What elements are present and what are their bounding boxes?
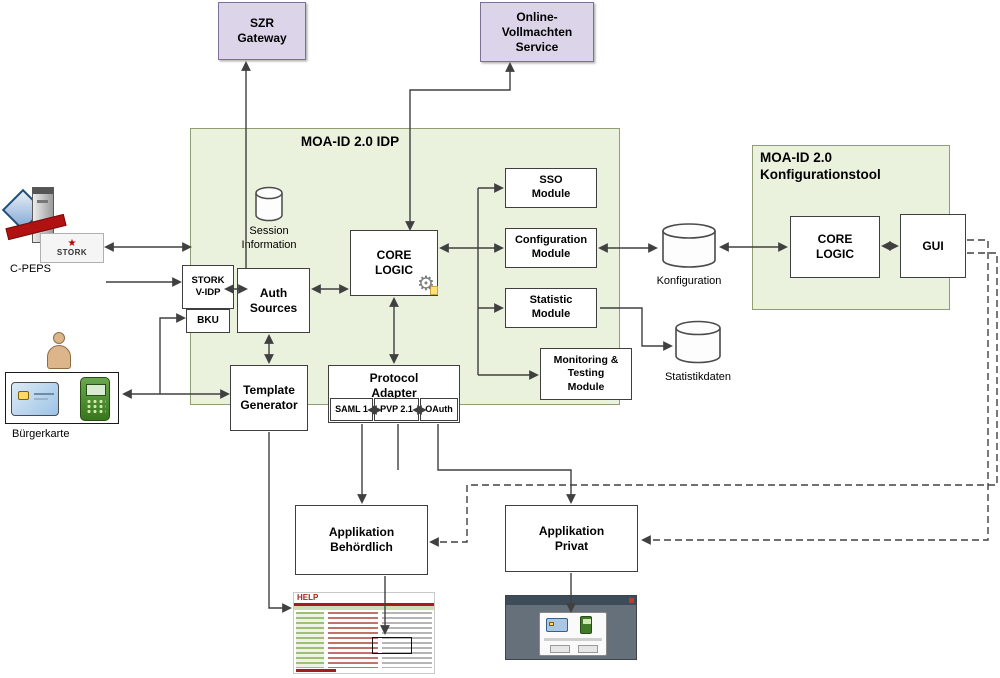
card-chip [18,391,29,400]
bku-box: BKU [186,309,230,333]
mobile-phone-icon [80,377,110,421]
sso-module-box: SSO Module [505,168,597,208]
screenshot-nav-column [296,612,324,668]
auth-sources-box: Auth Sources [237,268,310,333]
dialog-card-icon [546,618,568,632]
screenshot-titlebar [506,596,636,605]
konfiguration-label: Konfiguration [656,275,722,287]
server-slot [37,200,48,203]
konfiguration-database-icon [662,223,716,268]
dialog-card-chip [549,622,554,626]
monitoring-testing-module-box: Monitoring & Testing Module [540,348,632,400]
dialog-button-right [578,645,598,653]
card-line [34,393,54,395]
template-generator-box: Template Generator [230,365,308,431]
screenshot-text-column [382,612,432,668]
close-icon [629,598,634,603]
screenshot-links-column [328,612,378,668]
help-logo: HELP [297,593,319,602]
screenshot-header: HELP [294,593,434,603]
moa-id-idp-title: MOA-ID 2.0 IDP [300,134,400,149]
user-icon [44,332,74,372]
online-vollmachten-service-box: Online- Vollmachten Service [480,2,594,62]
bku-ui-screenshot [505,595,637,660]
dialog-text-line [544,638,602,641]
screenshot-body [294,610,434,670]
configuration-module-box: Configuration Module [505,228,597,268]
applikation-behoerdlich-box: Applikation Behördlich [295,505,428,575]
core-logic-box: CORE LOGIC [350,230,438,296]
dialog-button-left [550,645,570,653]
card-line-2 [34,398,48,400]
help-portal-screenshot: HELP [293,592,435,674]
statistikdaten-database-icon [675,320,721,364]
screenshot-red-bar [294,603,434,606]
connector-protocol-privat [437,424,576,504]
oauth-box: OAuth [420,398,458,421]
stork-vidp-box: STORK V-IDP [182,265,234,309]
szr-gateway-box: SZR Gateway [218,2,306,60]
dialog-phone-icon [580,616,592,634]
pvp21-box: PVP 2.1 [374,398,419,421]
connector-buergerkarte-bku [159,313,186,394]
user-head [53,332,65,344]
citizen-card-icon [11,382,59,416]
c-peps-label: C-PEPS [10,263,51,275]
server-top [33,188,53,194]
phone-screen [86,384,106,396]
screenshot-highlight-rect [372,637,412,654]
session-information-label: Session Information [241,225,297,252]
screenshot-green-bar [294,606,434,610]
session-information-database-icon [255,186,283,222]
screenshot-footer [296,669,336,672]
gui-box: GUI [900,214,966,278]
phone-keypad [86,399,106,415]
c-peps-icon: ★ STORK [1,183,106,265]
connector-template-website [268,432,292,613]
buergerkarte-box [5,372,119,424]
konfigtool-title: MOA-ID 2.0 Konfigurationstool [760,150,881,182]
stork-badge: ★ STORK [40,233,104,263]
dialog-phone-screen [583,619,591,624]
buergerkarte-label: Bürgerkarte [12,428,70,440]
bku-dialog [539,612,607,656]
statistic-module-box: Statistic Module [505,288,597,328]
stork-star-icon: ★ [67,238,77,249]
konfigtool-core-logic-box: CORE LOGIC [790,216,880,278]
applikation-privat-box: Applikation Privat [505,505,638,572]
saml1-box: SAML 1 [330,398,373,421]
gear-icon: ⚙ [417,273,435,295]
user-body [47,345,71,369]
statistikdaten-label: Statistikdaten [664,371,732,383]
stork-badge-label: STORK [56,248,88,257]
